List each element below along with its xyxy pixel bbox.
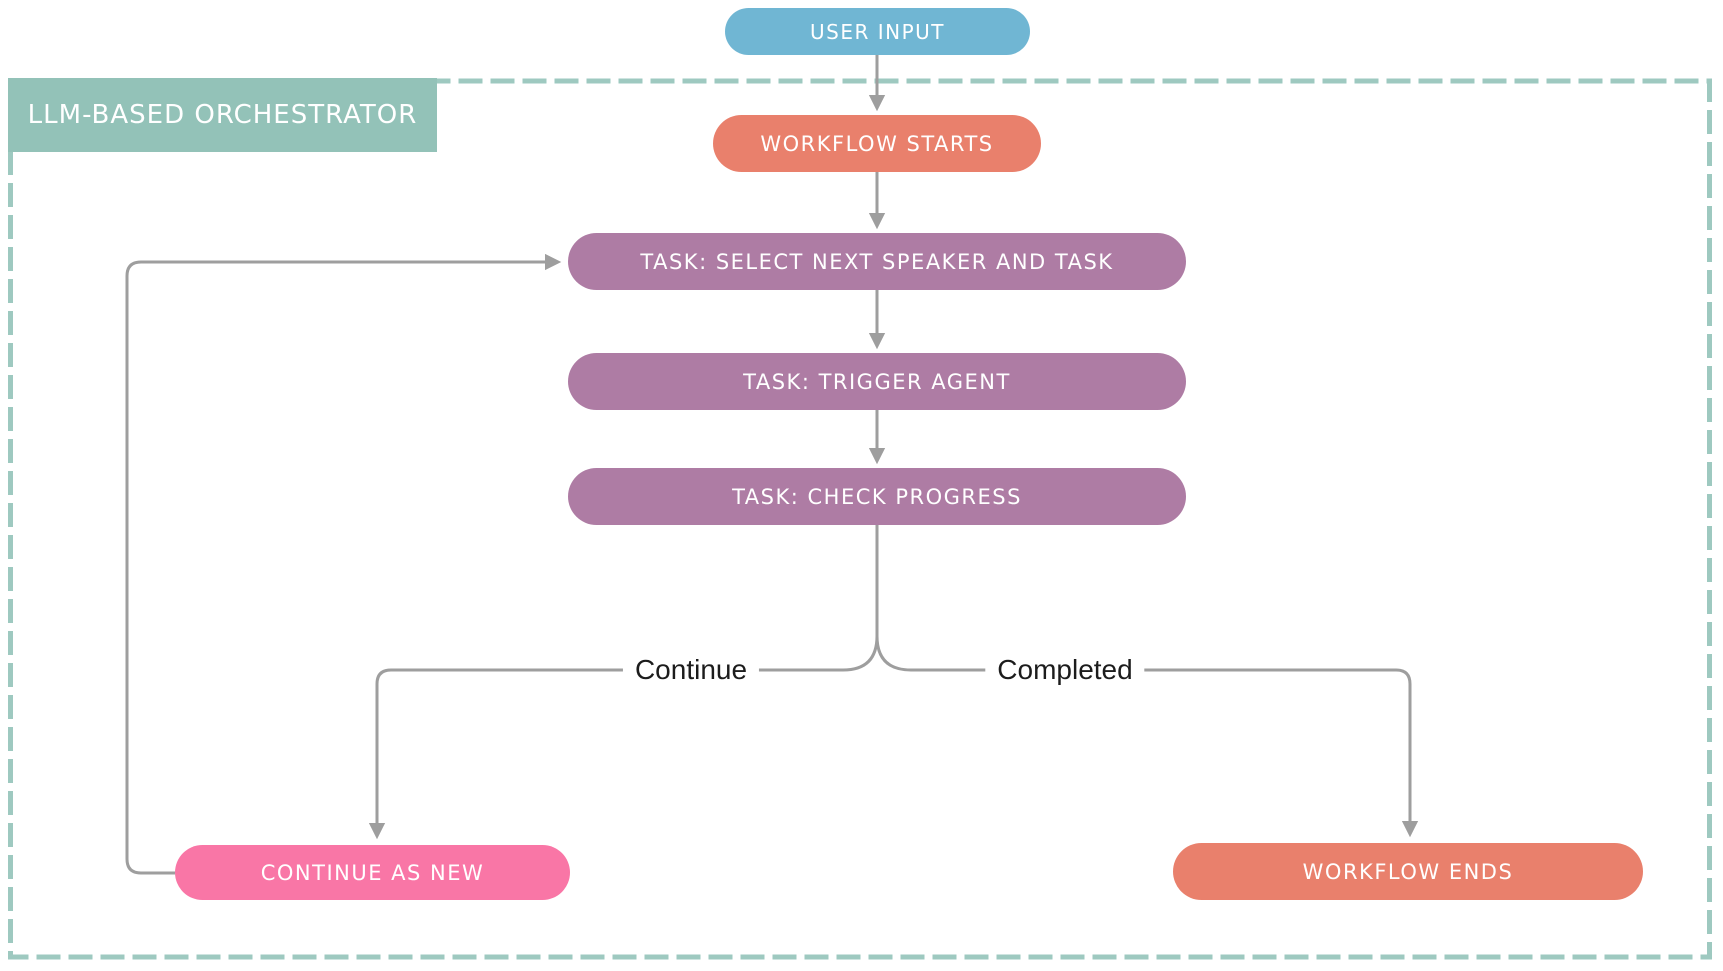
node-user-input: USER INPUT	[725, 8, 1030, 55]
orchestrator-group-border	[8, 78, 1712, 960]
node-workflow-ends: WORKFLOW ENDS	[1173, 843, 1643, 900]
node-task-trigger-agent: TASK: TRIGGER AGENT	[568, 353, 1186, 410]
node-continue-as-new: CONTINUE AS NEW	[175, 845, 570, 900]
orchestrator-group-label: LLM-BASED ORCHESTRATOR	[8, 78, 437, 152]
edge-continue-branch	[368, 635, 879, 840]
node-task-select-next-speaker: TASK: SELECT NEXT SPEAKER AND TASK	[568, 233, 1186, 290]
edge-label-completed: Completed	[985, 652, 1145, 688]
edge-completed-branch	[875, 635, 1419, 838]
node-workflow-starts: WORKFLOW STARTS	[713, 115, 1041, 172]
edge-loop-back-to-task-select	[125, 253, 562, 875]
node-task-check-progress: TASK: CHECK PROGRESS	[568, 468, 1186, 525]
edge-label-continue: Continue	[622, 652, 760, 688]
